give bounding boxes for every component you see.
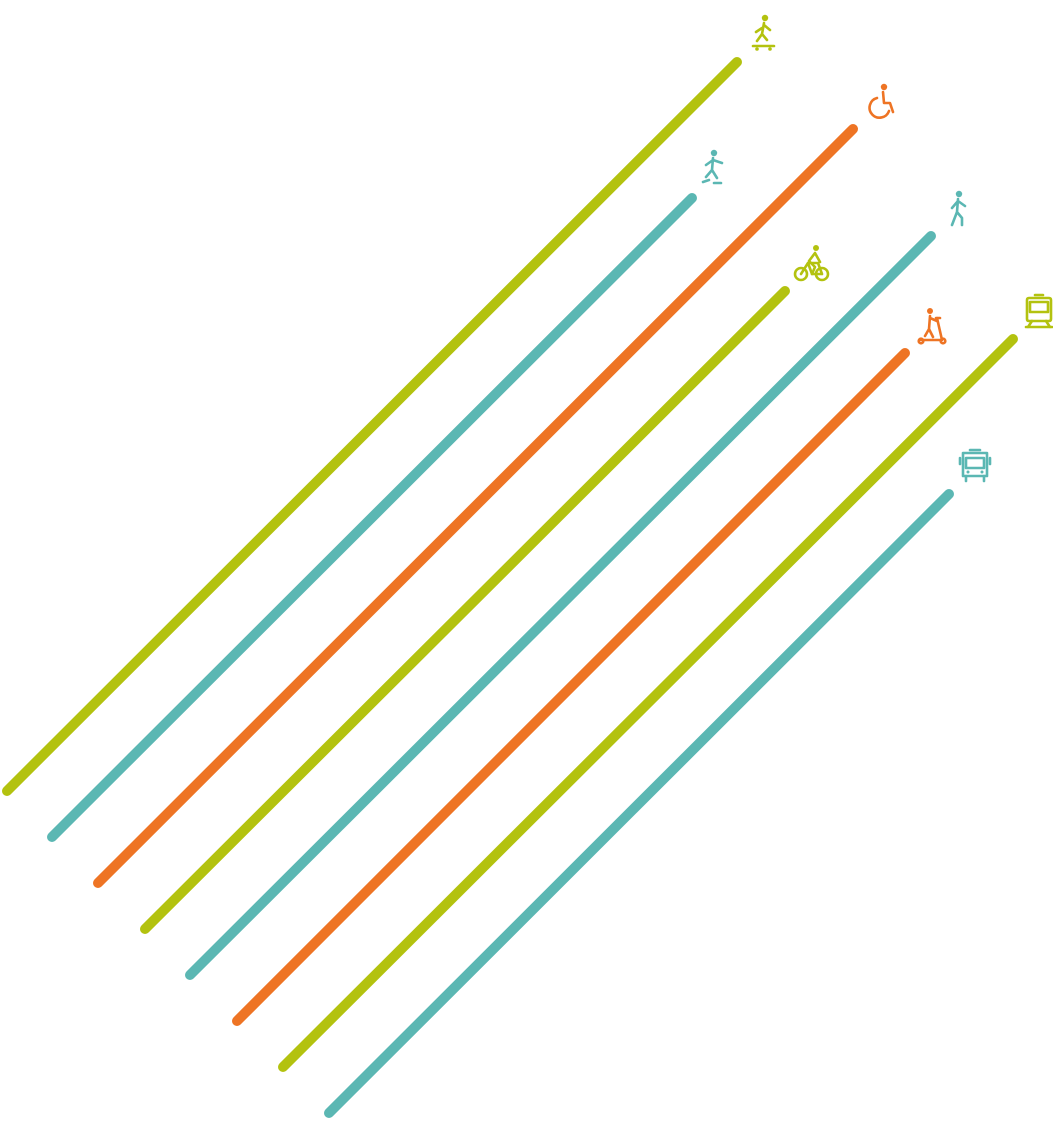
- mode-pedestrian: [185, 190, 967, 980]
- mode-tram: [278, 293, 1053, 1072]
- kick-scooter-icon: [917, 308, 947, 345]
- wheelchair-icon: [868, 83, 895, 119]
- bus-icon: [958, 448, 992, 483]
- kick-scooter-line: [232, 348, 910, 1026]
- rollerblade-line: [47, 193, 697, 842]
- mode-skateboard: [2, 14, 776, 796]
- skateboard-icon: [751, 14, 776, 51]
- tram-line: [278, 334, 1018, 1072]
- mode-bicycle: [140, 245, 830, 934]
- pedestrian-line: [185, 231, 936, 980]
- mode-wheelchair: [93, 83, 895, 888]
- mode-bus: [324, 448, 992, 1118]
- tram-icon: [1024, 293, 1053, 329]
- pedestrian-icon: [950, 190, 967, 227]
- bicycle-line: [140, 286, 790, 934]
- wheelchair-line: [93, 124, 858, 888]
- rollerblade-icon: [701, 149, 724, 185]
- mode-rollerblade: [47, 149, 724, 842]
- bicycle-icon: [793, 245, 830, 282]
- mode-kick-scooter: [232, 308, 947, 1026]
- skateboard-line: [2, 57, 742, 796]
- bus-line: [324, 489, 954, 1118]
